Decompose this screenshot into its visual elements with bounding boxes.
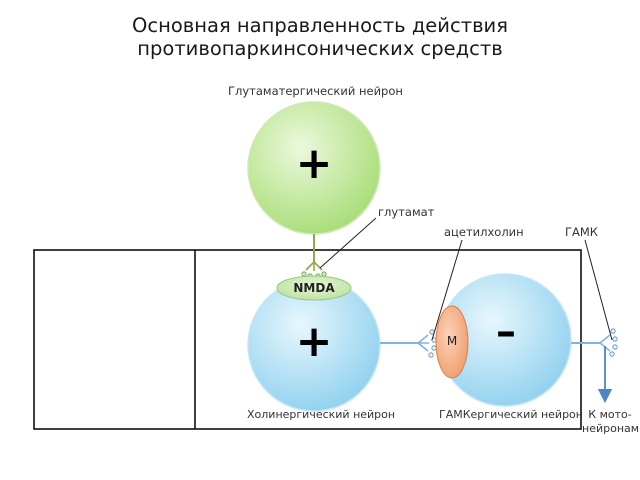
output-label-line-2: нейронам: [582, 422, 640, 435]
cholinergic-neuron-sign: +: [295, 316, 333, 367]
frame-box: [33, 249, 582, 430]
glutamate-mediator-label: глутамат: [378, 205, 435, 219]
glutamate-pointer: [319, 217, 377, 269]
acetylcholine-vesicles: [428, 329, 437, 358]
m-receptor-label: М: [446, 334, 458, 348]
title-line-2: противопаркинсонических средств: [137, 37, 503, 60]
title-line-1: Основная направленность действия: [132, 14, 508, 37]
gaba-vesicles: [609, 328, 618, 357]
nmda-receptor: [276, 275, 352, 301]
cholinergic-neuron-label: Холинергический нейрон: [247, 408, 396, 421]
glutamate-neuron-label: Глутаматергический нейрон: [228, 84, 403, 98]
m-receptor: [435, 305, 469, 379]
glutamate-neuron-sign: +: [295, 138, 333, 189]
cholinergic-terminal: [417, 334, 429, 352]
nmda-receptor-label: NMDA: [293, 281, 335, 295]
output-label-line-1: К мото-: [588, 408, 632, 421]
diagram-title: Основная направленность действия противо…: [0, 14, 640, 60]
gaba-pointer: [584, 239, 613, 341]
gaba-neuron-sign: –: [496, 309, 516, 355]
acetylcholine-mediator-label: ацетилхолин: [444, 225, 524, 239]
gaba-mediator-label: ГАМК: [565, 225, 598, 239]
acetylcholine-pointer: [431, 239, 463, 341]
gaba-neuron-label: ГАМКергический нейрон: [439, 408, 583, 421]
output-label: К мото- нейронам: [582, 408, 640, 436]
glutamate-terminal: [305, 261, 323, 271]
